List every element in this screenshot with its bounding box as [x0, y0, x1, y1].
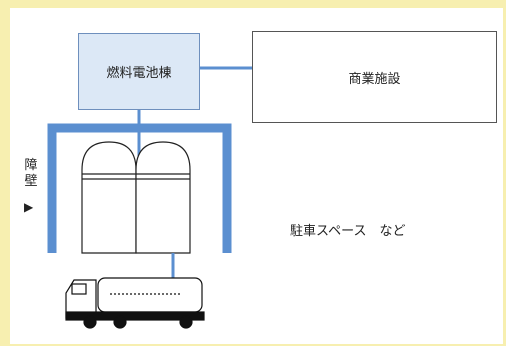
truck-window: [71, 283, 87, 295]
fuel-cell-building-label: 燃料電池棟: [106, 66, 172, 81]
fuel-cell-building-box: 燃料電池棟: [78, 33, 200, 110]
truck-wheel-rear: [179, 315, 193, 329]
commercial-facility-label: 商業施設: [348, 71, 401, 87]
truck-tank: [97, 277, 203, 313]
diagram-lines: [47, 66, 252, 329]
truck-wheel-mid: [113, 315, 127, 329]
hydrogen-tanks: [81, 141, 191, 254]
tank-left: [81, 141, 137, 254]
diagram-canvas: 燃料電池棟 商業施設 障 壁 ▶ 駐車スペース など: [10, 8, 503, 344]
wall-label: 障 壁: [23, 158, 39, 190]
truck-chassis: [65, 311, 205, 321]
barrier-wall: [47, 123, 232, 253]
commercial-facility-box: 商業施設: [252, 31, 497, 123]
wall-label-char-2: 壁: [24, 174, 38, 189]
tank-right: [135, 141, 191, 254]
wall-arrow-icon: ▶: [24, 200, 34, 214]
tanker-truck: [65, 277, 205, 329]
truck-wheel-front: [83, 315, 97, 329]
wall-label-char-1: 障: [24, 158, 38, 173]
parking-space-label: 駐車スペース など: [290, 224, 406, 239]
